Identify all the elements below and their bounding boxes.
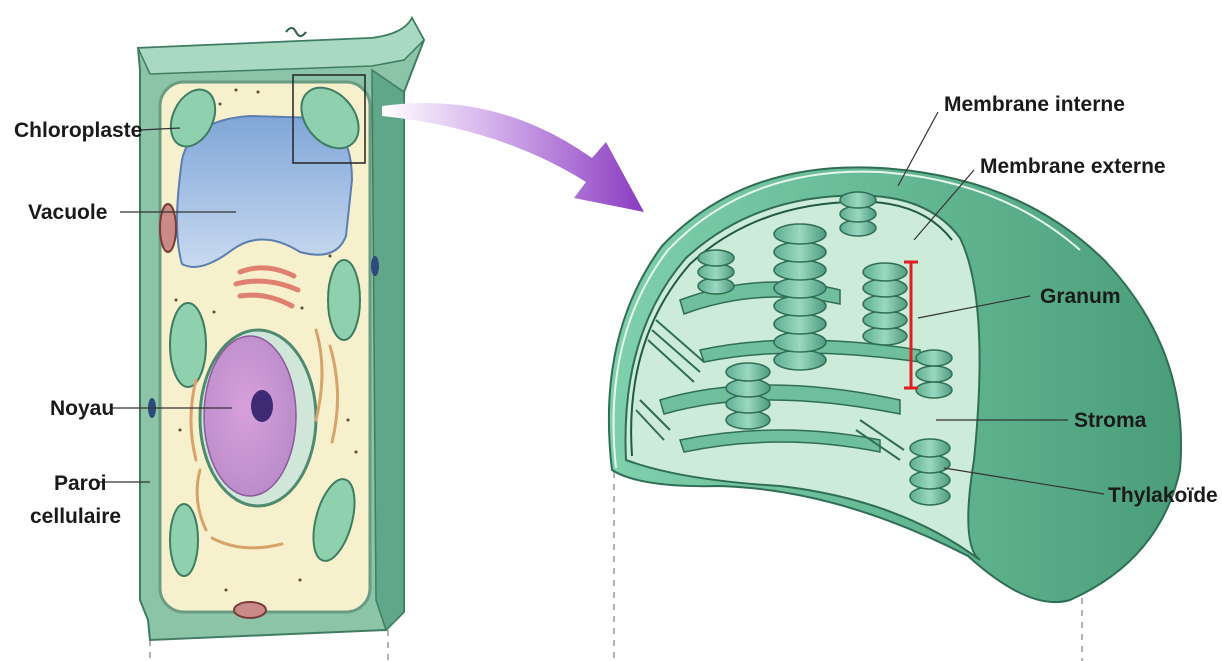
label-chloroplaste: Chloroplaste xyxy=(14,119,142,142)
granum-stack xyxy=(863,263,907,345)
label-vacuole: Vacuole xyxy=(28,201,107,224)
nucleus xyxy=(204,336,296,496)
nucleolus xyxy=(251,390,273,422)
label-stroma: Stroma xyxy=(1074,409,1147,432)
granum-stack xyxy=(698,250,734,294)
label-granum: Granum xyxy=(1040,285,1121,308)
label-noyau: Noyau xyxy=(50,397,114,420)
granum-stack xyxy=(916,350,952,398)
granum-stack xyxy=(840,192,876,236)
label-membrane-externe: Membrane externe xyxy=(980,155,1166,178)
label-cellulaire: cellulaire xyxy=(30,505,121,528)
label-membrane-interne: Membrane interne xyxy=(944,93,1125,116)
plant-cell xyxy=(138,18,424,661)
label-paroi: Paroi xyxy=(54,472,107,495)
zoom-arrow xyxy=(382,103,644,212)
plasmodesma-top xyxy=(286,28,306,36)
label-thylakoide: Thylakoïde xyxy=(1108,484,1218,507)
cell-wall-side xyxy=(372,70,404,630)
